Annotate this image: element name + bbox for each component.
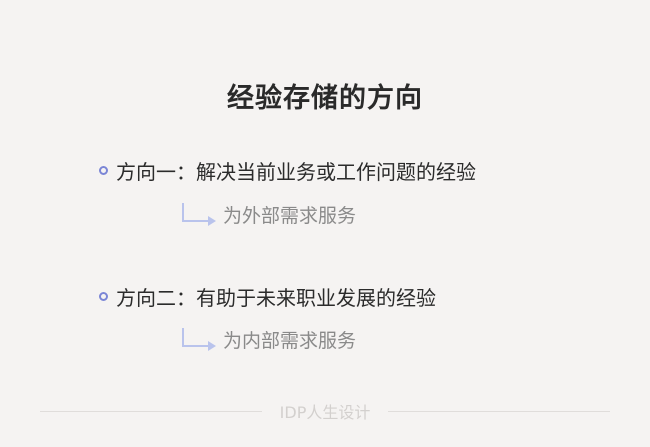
slide-title: 经验存储的方向 xyxy=(227,83,423,114)
corner-arrow-icon xyxy=(182,203,216,226)
corner-arrow-icon xyxy=(182,328,216,351)
sub-text-2: 为内部需求服务 xyxy=(223,330,357,352)
point-text-1: 方向一：解决当前业务或工作问题的经验 xyxy=(116,160,476,184)
point-item-2: 方向二：有助于未来职业发展的经验 xyxy=(99,282,436,311)
footer: IDP人生设计 xyxy=(40,399,611,423)
sub-text-1: 为外部需求服务 xyxy=(223,205,357,227)
sub-item-1: 为外部需求服务 xyxy=(181,202,356,228)
footer-divider-right xyxy=(388,410,611,412)
circle-bullet-icon xyxy=(99,166,108,175)
footer-watermark: IDP人生设计 xyxy=(279,403,371,422)
point-item-1: 方向一：解决当前业务或工作问题的经验 xyxy=(99,156,476,185)
circle-bullet-icon xyxy=(99,292,108,301)
point-text-2: 方向二：有助于未来职业发展的经验 xyxy=(116,286,436,310)
sub-item-2: 为内部需求服务 xyxy=(181,327,356,353)
footer-divider-left xyxy=(40,410,262,412)
